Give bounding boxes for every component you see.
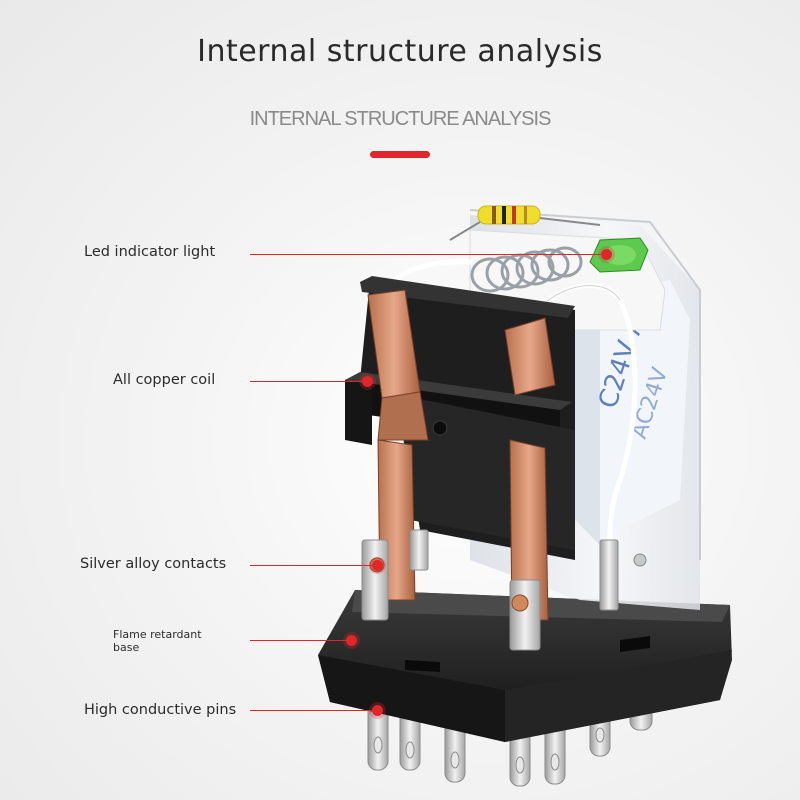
callout-dot-pins	[372, 705, 383, 716]
base	[318, 590, 732, 742]
copper-terminals	[367, 289, 556, 621]
callout-line-coil	[250, 381, 366, 382]
callout-label-base: Flame retardant base	[113, 628, 202, 654]
callout-label-contacts: Silver alloy contacts	[80, 556, 227, 572]
callout-label-pins: High conductive pins	[84, 702, 237, 718]
callout-dot-led	[601, 249, 612, 260]
callout-dot-base	[346, 635, 357, 646]
callout-line-pins	[250, 710, 376, 711]
callout-line-base	[250, 640, 350, 641]
callout-dot-coil	[362, 376, 373, 387]
silver-pins	[361, 529, 619, 651]
accent-bar	[370, 151, 430, 158]
callout-label-coil: All copper coil	[113, 372, 216, 388]
page-title: Internal structure analysis	[197, 34, 603, 69]
spring	[470, 246, 583, 293]
callout-line-led	[250, 254, 606, 255]
callout-line-contacts	[250, 565, 376, 566]
callout-label-led: Led indicator light	[84, 244, 216, 260]
callout-dot-contacts	[372, 560, 383, 571]
page-subtitle: INTERNAL STRUCTURE ANALYSIS	[249, 108, 552, 130]
led-indicator	[589, 237, 649, 273]
resistor	[449, 205, 601, 241]
